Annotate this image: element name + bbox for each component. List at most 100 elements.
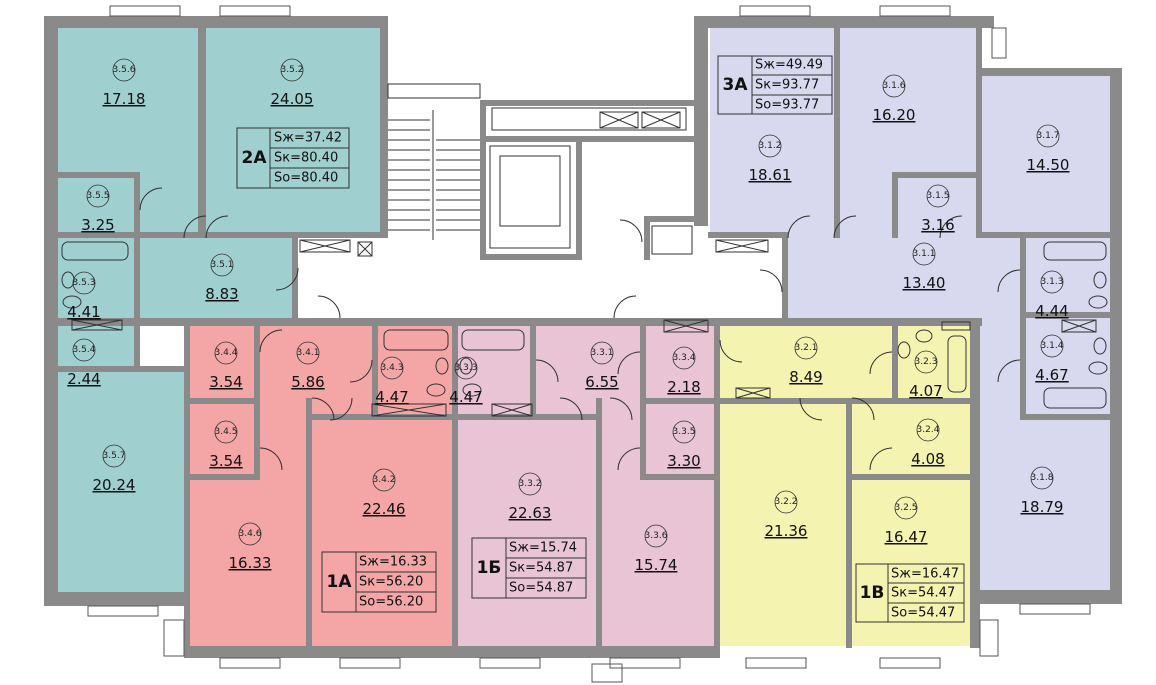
bathtub xyxy=(947,335,967,393)
apartment-code: 1Б xyxy=(477,558,502,578)
wall xyxy=(640,326,646,476)
fill-1b-lat xyxy=(718,326,972,646)
window xyxy=(109,5,181,17)
wall xyxy=(452,326,458,656)
electric-panel xyxy=(651,225,693,255)
wall xyxy=(640,398,716,404)
living-area: Sж=37.42 xyxy=(274,131,342,146)
wall xyxy=(292,238,298,326)
vent-duct xyxy=(299,239,351,253)
fill-3a-hall xyxy=(788,238,978,320)
toilet xyxy=(62,295,82,309)
wall xyxy=(892,172,898,238)
wall xyxy=(714,318,720,656)
room-number-circle xyxy=(380,356,404,380)
wall xyxy=(190,474,260,480)
wall xyxy=(694,16,994,28)
room-number-circle xyxy=(214,420,238,444)
vent-duct xyxy=(941,321,971,331)
wall xyxy=(134,238,140,372)
elevator-shaft xyxy=(489,145,571,249)
sink xyxy=(459,357,473,375)
wall xyxy=(530,326,536,420)
window xyxy=(219,5,291,17)
sink xyxy=(61,271,75,289)
room-area: 3.30 xyxy=(667,452,700,470)
total-area-k: Sк=80.40 xyxy=(274,151,338,166)
room-number-circle xyxy=(794,336,818,360)
total-area-o: Sо=54.47 xyxy=(891,606,955,621)
vent-box xyxy=(641,111,681,129)
room-number: 3.2.4 xyxy=(917,425,940,435)
sink xyxy=(915,329,933,343)
wall xyxy=(480,100,486,260)
wall xyxy=(58,366,184,372)
vent-duct xyxy=(715,239,769,253)
room-area: 4.47 xyxy=(449,388,482,406)
room-number-circle xyxy=(454,356,478,380)
wall xyxy=(576,140,582,260)
window xyxy=(879,5,951,17)
vent-duct xyxy=(71,319,123,331)
room-area: 4.07 xyxy=(909,382,942,400)
wall xyxy=(306,398,312,648)
wall xyxy=(486,136,694,142)
room-area: 22.63 xyxy=(509,504,552,522)
toilet xyxy=(1088,295,1108,309)
total-area-o: Sо=56.20 xyxy=(359,595,423,610)
bathtub xyxy=(1043,241,1107,261)
room-number-circle xyxy=(86,184,110,208)
room-number-circle xyxy=(238,522,262,546)
apartment-info-2a: 2A Sж=37.42 Sк=80.40 Sо=80.40 xyxy=(236,127,350,189)
room-area: 3.25 xyxy=(81,216,114,234)
room-number-circle xyxy=(214,341,238,365)
room-number: 3.2.5 xyxy=(895,503,918,513)
wall xyxy=(1020,312,1110,318)
apartment-info-1b-lat: 1B Sж=16.47 Sк=54.47 Sо=54.47 xyxy=(855,563,965,623)
room-number: 3.2.2 xyxy=(775,497,798,507)
fill-1b-cyr xyxy=(456,326,714,646)
room-area: 21.36 xyxy=(765,522,808,540)
apartment-code: 1B xyxy=(860,583,885,603)
wall xyxy=(694,16,708,226)
living-area: Sж=16.47 xyxy=(891,567,959,582)
vent-duct xyxy=(357,241,373,257)
room-number: 3.3.1 xyxy=(591,348,614,358)
room-area: 2.44 xyxy=(67,370,100,388)
room-area: 4.47 xyxy=(375,388,408,406)
window xyxy=(745,657,807,669)
room-area: 18.61 xyxy=(749,166,792,184)
apartment-info-1b-cyr: 1Б Sж=15.74 Sк=54.87 Sо=54.87 xyxy=(471,537,587,599)
room-area: 22.46 xyxy=(363,500,406,518)
window xyxy=(879,657,941,669)
wall xyxy=(254,326,260,476)
wall xyxy=(708,232,788,238)
room-number-circle xyxy=(590,341,614,365)
wall xyxy=(380,16,388,238)
room-number: 3.4.6 xyxy=(239,529,262,539)
room-number: 3.5.7 xyxy=(103,451,126,461)
wall xyxy=(184,318,718,326)
room-number-circle xyxy=(72,338,96,362)
sink xyxy=(435,357,449,375)
room-area: 2.18 xyxy=(667,378,700,396)
room-number: 3.5.5 xyxy=(87,191,110,201)
balcony xyxy=(591,663,623,683)
room-number: 3.1.2 xyxy=(759,141,782,151)
wall xyxy=(1020,238,1026,418)
room-labels: 3.5.617.183.5.224.053.5.53.253.5.18.833.… xyxy=(67,58,1069,574)
wall xyxy=(852,474,972,480)
room-number-circle xyxy=(518,472,542,496)
apartment-info-3a: 3A Sж=49.49 Sк=93.77 Sо=93.77 xyxy=(717,55,833,115)
room-number-circle xyxy=(914,350,938,374)
total-area-k: Sк=56.20 xyxy=(359,575,423,590)
wall xyxy=(480,100,694,106)
wall xyxy=(134,172,140,238)
balcony xyxy=(163,619,185,657)
room-area: 24.05 xyxy=(271,90,314,108)
room-number: 3.4.3 xyxy=(381,363,404,373)
vent-duct xyxy=(735,387,771,399)
room-number-circle xyxy=(894,496,918,520)
room-area: 16.20 xyxy=(873,106,916,124)
room-number: 3.4.4 xyxy=(215,348,238,358)
